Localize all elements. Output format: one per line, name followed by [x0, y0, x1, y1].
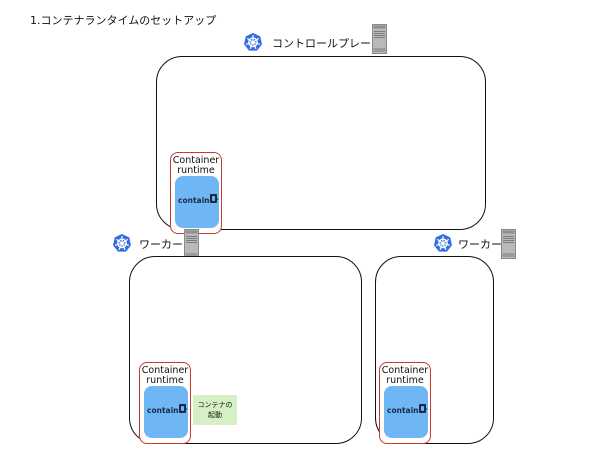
containerd-logo-mark-icon: [419, 404, 426, 413]
server-icon: [372, 24, 387, 54]
server-icon: [184, 229, 199, 259]
worker-1-label: ワーカー: [139, 238, 183, 251]
containerd-logo-text: container: [387, 406, 428, 415]
containerd-logo: container: [144, 386, 188, 438]
containerd-logo-mark-icon: [179, 404, 186, 413]
container-runtime: Container runtime container: [139, 362, 191, 444]
containerd-logo: container: [384, 386, 428, 438]
container-runtime-label: Container runtime: [141, 365, 189, 386]
kubernetes-icon: [433, 233, 453, 253]
container-runtime: Container runtime container: [379, 362, 431, 444]
container-runtime: Container runtime container: [170, 152, 222, 234]
kubernetes-icon: [112, 233, 132, 253]
control-plane-label: コントロールプレーン: [272, 37, 382, 50]
container-start-line2: 起動: [208, 411, 222, 419]
containerd-logo-text: container: [147, 406, 188, 415]
server-icon: [501, 229, 516, 259]
container-runtime-label: Container runtime: [172, 155, 220, 176]
containerd-logo-mark-icon: [210, 194, 217, 203]
container-start-label: コンテナの 起動: [193, 395, 237, 425]
containerd-logo-text: container: [178, 196, 219, 205]
container-runtime-label: Container runtime: [381, 365, 429, 386]
diagram-title: 1.コンテナランタイムのセットアップ: [30, 14, 217, 27]
kubernetes-icon: [243, 32, 263, 52]
worker-2-label: ワーカー: [458, 238, 502, 251]
container-start-line1: コンテナの: [197, 401, 233, 409]
containerd-logo: container: [175, 176, 219, 228]
